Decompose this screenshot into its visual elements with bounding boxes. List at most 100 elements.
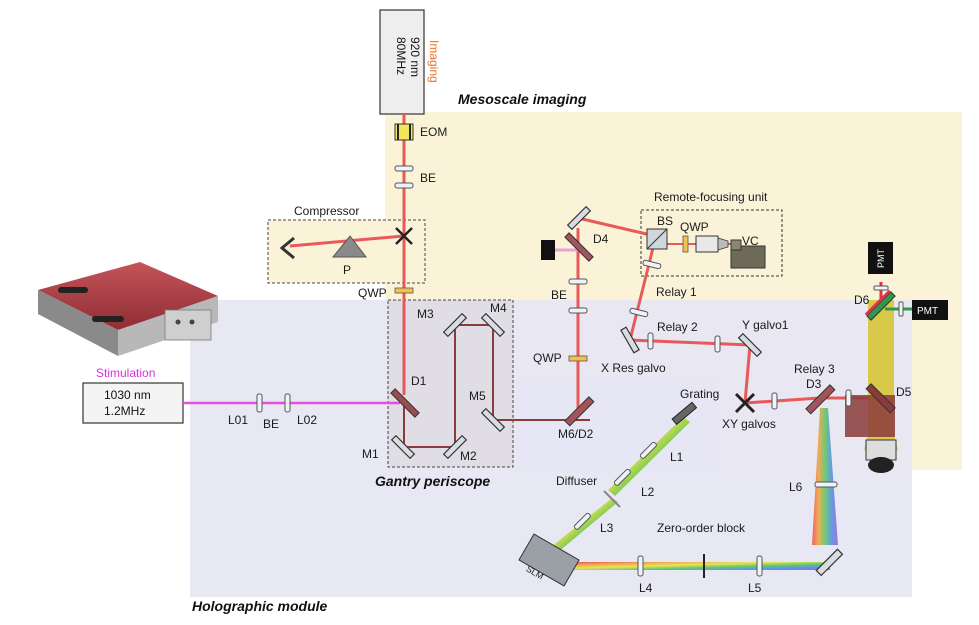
m2-label: M2 [460, 449, 477, 463]
lens-l01 [256, 393, 263, 413]
mirror-top-d4 [566, 205, 592, 231]
d6-red-edge [864, 289, 891, 316]
l5-label: L5 [748, 581, 762, 595]
retro-mirror [279, 236, 295, 260]
d3-label: D3 [806, 377, 822, 391]
diffuser [603, 490, 621, 508]
rainbow-grating-l2 [608, 417, 690, 496]
d1-label: D1 [411, 374, 427, 388]
l3-label: L3 [600, 521, 614, 535]
qwp-main-label: QWP [358, 286, 387, 300]
relay3-lens1 [771, 392, 778, 410]
qwp-main [394, 287, 414, 294]
stimulation-rate: 1.2MHz [104, 404, 145, 418]
stimulation-wavelength: 1030 nm [104, 388, 151, 402]
m3-label: M3 [417, 307, 434, 321]
qwp-mid [568, 355, 588, 362]
lens-l3 [573, 512, 591, 530]
d4-label: D4 [593, 232, 609, 246]
lens-l5 [756, 555, 763, 577]
be-top-label: BE [420, 171, 436, 185]
imaging-rate: 80MHz [394, 37, 408, 75]
green-filter [898, 301, 904, 317]
compressor-pickoff [395, 227, 413, 245]
beam-xy-d3 [744, 396, 821, 405]
pmt-top-label: PMT [876, 249, 886, 269]
dichroic-d3 [805, 384, 836, 415]
d6-label: D6 [854, 293, 870, 307]
grating [671, 401, 698, 426]
mirror-m5 [480, 407, 506, 433]
lens-l2 [613, 468, 631, 486]
holographic-title: Holographic module [192, 598, 328, 614]
compressor-label: Compressor [294, 204, 359, 218]
relay1-lens2 [629, 307, 649, 318]
mirror-l5-l6 [815, 548, 844, 577]
dichroic-d5 [865, 383, 896, 414]
zero-order-label: Zero-order block [657, 521, 746, 535]
beam-top-m-bs [577, 216, 656, 238]
lens-l1 [639, 441, 657, 459]
stimulation-title: Stimulation [96, 366, 155, 380]
l01-label: L01 [228, 413, 248, 427]
eom [394, 123, 414, 141]
be-top-lens1 [394, 165, 414, 172]
prism-p [331, 235, 368, 258]
stimulation-laser-icon [38, 262, 218, 356]
bs-label: BS [657, 214, 673, 228]
prism-label: P [343, 263, 351, 277]
imaging-wavelength: 920 nm [408, 37, 422, 77]
objective-main [865, 439, 897, 473]
m5-label: M5 [469, 389, 486, 403]
qwp-rf-label: QWP [680, 220, 709, 234]
rainbow-l6-d3 [812, 408, 838, 545]
remote-focusing-label: Remote-focusing unit [654, 190, 768, 204]
xy-galvos-label: XY galvos [722, 417, 776, 431]
be-mid-lens2 [568, 307, 588, 314]
qwp-mid-label: QWP [533, 351, 562, 365]
l2-label: L2 [641, 485, 655, 499]
xy-galvos [734, 392, 756, 414]
beam-ygalvo-xy [743, 344, 752, 404]
slm [518, 533, 580, 587]
vc-label: VC [742, 234, 759, 248]
dichroic-d4 [564, 232, 594, 262]
pmt-top [868, 242, 893, 274]
relay3-label: Relay 3 [794, 362, 835, 376]
mirror-m3 [442, 312, 468, 338]
be-mid-lens1 [568, 278, 588, 285]
imaging-laser-box [379, 9, 425, 115]
dichroic-d1 [390, 388, 420, 418]
l1-label: L1 [670, 450, 684, 464]
relay1-lens1 [642, 259, 662, 270]
rainbow-slm-l4 [574, 562, 830, 570]
dichroic-m6d2 [564, 396, 595, 427]
y-galvo1 [737, 332, 763, 358]
l6-label: L6 [789, 480, 803, 494]
y-galvo1-label: Y galvo1 [742, 318, 789, 332]
mirror-m1 [390, 434, 416, 460]
pmt-right [912, 300, 948, 320]
lens-l4 [637, 555, 644, 577]
relay2-lens2 [714, 335, 721, 353]
m1-label: M1 [362, 447, 379, 461]
mesoscale-title: Mesoscale imaging [458, 91, 587, 107]
m6d2-label: M6/D2 [558, 427, 594, 441]
red-filter [873, 285, 889, 291]
relay2-label: Relay 2 [657, 320, 698, 334]
be-stim-label: BE [263, 417, 279, 431]
gantry-title: Gantry periscope [375, 473, 490, 489]
voice-coil [730, 239, 766, 269]
objective-rf [695, 235, 729, 253]
stimulation-source-box [82, 382, 184, 424]
m4-label: M4 [490, 301, 507, 315]
d5-label: D5 [896, 385, 912, 399]
x-res-galvo [620, 326, 640, 354]
l02-label: L02 [297, 413, 317, 427]
diffuser-label: Diffuser [556, 474, 597, 488]
relay2-lens1 [647, 332, 654, 350]
beam-bs-down [628, 239, 657, 341]
relay1-label: Relay 1 [656, 285, 697, 299]
relay3-lens2 [845, 389, 852, 407]
